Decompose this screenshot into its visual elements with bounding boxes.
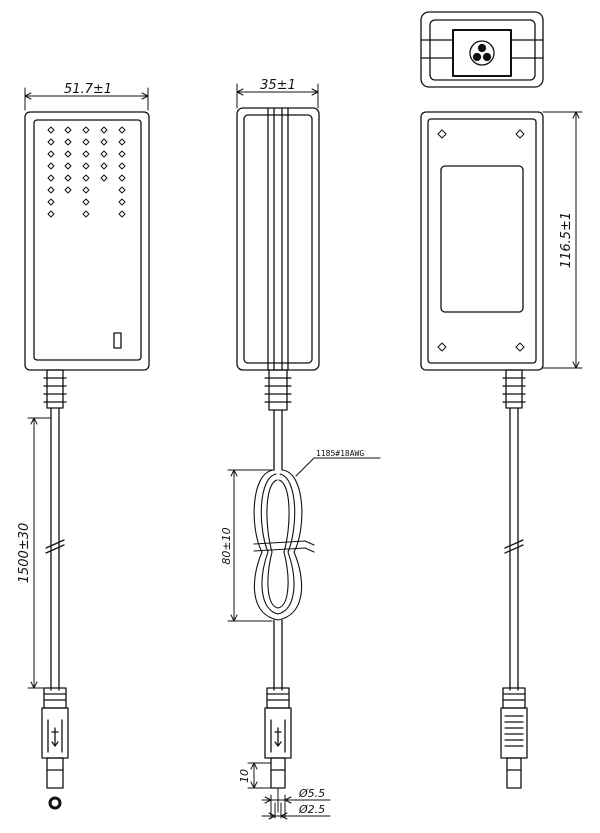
vent-hole xyxy=(118,162,126,170)
cable-spec-label: 1185#18AWG xyxy=(316,449,364,458)
front-cord xyxy=(45,407,65,691)
front-strain-relief xyxy=(43,369,67,409)
vent-hole xyxy=(82,198,90,206)
vent-hole xyxy=(47,210,55,218)
vent-hole xyxy=(47,162,55,170)
vent-hole xyxy=(100,150,108,158)
vent-hole xyxy=(64,150,72,158)
tip-length-label: 10 xyxy=(238,769,251,783)
back-height-label: 116.5±1 xyxy=(559,212,574,268)
front-width-label: 51.7±1 xyxy=(64,82,112,97)
led-indicator xyxy=(113,332,122,349)
side-dc-plug xyxy=(264,687,292,813)
vent-hole xyxy=(64,138,72,146)
back-body-inner xyxy=(427,118,537,364)
tip-inner-diameter-label: Ø2.5 xyxy=(298,803,325,816)
vent-hole xyxy=(82,126,90,134)
vent-hole xyxy=(82,186,90,194)
side-strain-relief xyxy=(264,369,292,411)
vent-hole xyxy=(118,126,126,134)
vent-holes xyxy=(47,126,126,218)
vent-hole xyxy=(118,138,126,146)
ac-inlet-view xyxy=(420,11,544,88)
vent-hole xyxy=(118,198,126,206)
cord-length-label: 1500±30 xyxy=(17,523,32,584)
vent-hole xyxy=(82,138,90,146)
back-dc-plug xyxy=(500,687,528,789)
vent-hole xyxy=(47,198,55,206)
vent-hole xyxy=(118,210,126,218)
vent-hole xyxy=(64,186,72,194)
vent-hole xyxy=(118,150,126,158)
coiled-cable xyxy=(253,469,315,621)
vent-hole xyxy=(118,186,126,194)
vent-hole xyxy=(82,210,90,218)
front-body-inner xyxy=(33,119,142,361)
coil-length-label: 80±10 xyxy=(220,527,233,564)
side-width-label: 35±1 xyxy=(260,78,296,93)
front-dc-plug xyxy=(41,687,69,789)
vent-hole xyxy=(118,174,126,182)
vent-hole xyxy=(47,138,55,146)
vent-hole xyxy=(47,150,55,158)
vent-hole xyxy=(82,150,90,158)
label-area xyxy=(440,165,524,313)
vent-hole xyxy=(100,138,108,146)
vent-hole xyxy=(100,162,108,170)
vent-hole xyxy=(100,126,108,134)
vent-hole xyxy=(47,186,55,194)
plug-end-view xyxy=(48,796,62,810)
vent-hole xyxy=(82,174,90,182)
vent-hole xyxy=(64,174,72,182)
front-body xyxy=(24,111,150,371)
screw-holes xyxy=(437,129,525,352)
tip-outer-diameter-label: Ø5.5 xyxy=(298,787,325,800)
vent-hole xyxy=(64,162,72,170)
back-cord xyxy=(504,407,524,691)
vent-hole xyxy=(47,126,55,134)
vent-hole xyxy=(82,162,90,170)
back-body xyxy=(420,111,544,371)
vent-hole xyxy=(100,174,108,182)
side-body-inner xyxy=(243,114,313,364)
side-view xyxy=(227,83,381,820)
vent-hole xyxy=(47,174,55,182)
side-body xyxy=(236,107,320,371)
vent-hole xyxy=(64,126,72,134)
back-strain-relief xyxy=(502,369,526,409)
front-view xyxy=(24,87,150,810)
back-view xyxy=(420,11,583,789)
